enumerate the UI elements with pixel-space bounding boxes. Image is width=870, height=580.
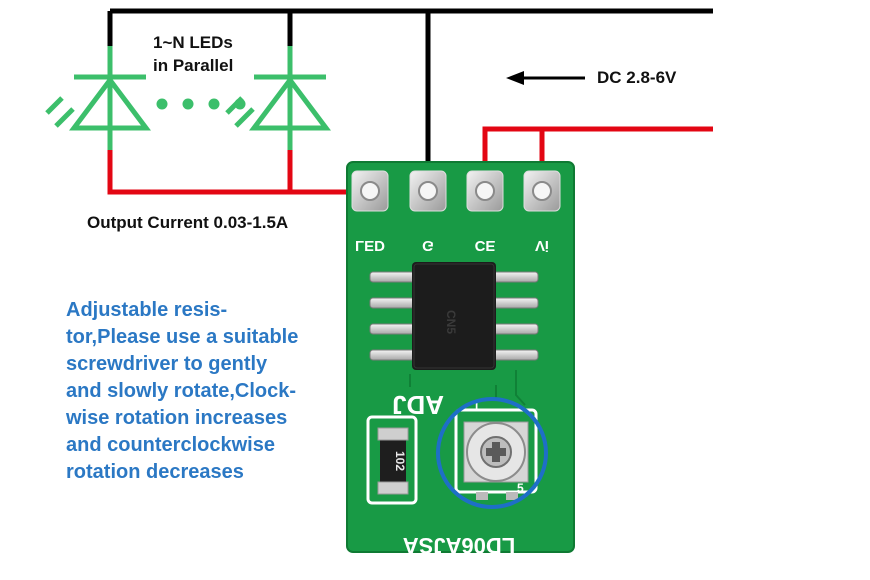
note-line: Adjustable resis- [66,299,228,321]
note-line: wise rotation increases [66,407,288,429]
note-line: and slowly rotate,Clock- [66,380,297,402]
resistor: 102 [366,415,418,505]
pin-label-vi: Vi [535,237,549,254]
screw-slot-icon [486,442,506,462]
led-label-line1: 1~N LEDs [153,33,233,52]
resistor-code: 102 [393,451,407,471]
pcb-board: LED G CE Vi CN5 [346,161,575,558]
chip-marking: CN5 [444,310,458,334]
svg-text:5: 5 [517,481,524,495]
potentiometer: 1 5 [454,399,538,500]
adj-label: ADJ [392,390,444,420]
ground-wires [107,8,713,188]
note-line: tor,Please use a suitable [66,326,299,348]
arrow-left-icon [506,71,585,85]
pin-label-g: G [422,237,434,254]
adjustment-note: Adjustable resis- tor,Please use a suita… [66,297,336,486]
note-line: screwdriver to gently [66,353,268,375]
led-output-wire [107,150,370,195]
dc-voltage-label: DC 2.8-6V [597,68,677,87]
adjust-highlight-circle [436,397,548,509]
pin-pads [351,170,561,212]
led-symbol-2 [225,46,331,150]
note-line: rotation decreases [66,461,244,483]
ic-chip: CN5 [412,262,496,370]
output-current-label: Output Current 0.03-1.5A [87,213,289,232]
board-name: LD06AJSA [403,533,516,558]
ellipsis-dots [156,98,246,110]
led-label: 1~N LEDs in Parallel [153,31,233,77]
note-line: and counterclockwise [66,434,275,456]
pin-label-ce: CE [475,237,496,254]
svg-text:1: 1 [473,399,480,413]
led-symbol-1 [45,46,151,150]
pin-label-led: LED [355,237,385,254]
led-label-line2: in Parallel [153,56,234,75]
